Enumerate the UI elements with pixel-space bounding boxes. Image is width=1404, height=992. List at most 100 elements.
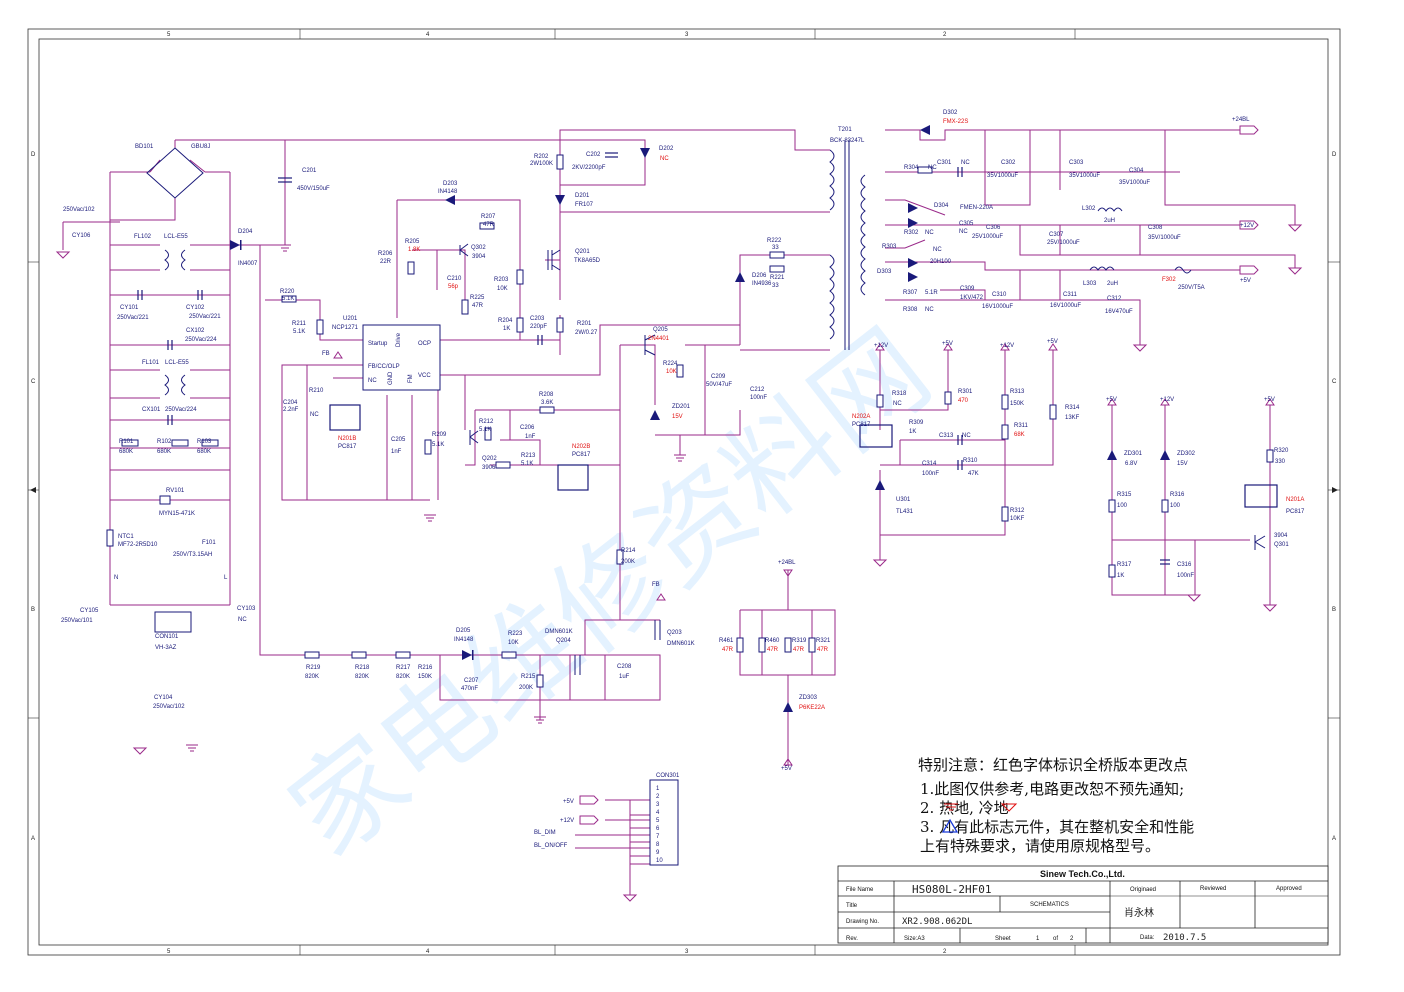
label-c206-value: 1nF — [525, 434, 536, 440]
title-block: Sinew Tech.Co.,Ltd. File Name HS080L-2HF… — [837, 865, 1329, 944]
tb-file-name-label: File Name — [846, 887, 874, 893]
pin-1: 1 — [656, 786, 660, 792]
label-r314: R314 — [1065, 405, 1080, 411]
label-ic-fb: FB/CC/OLP — [368, 364, 400, 370]
label-d302-value: FMX-22S — [943, 119, 968, 125]
label-plus12v-b: +12V — [1000, 343, 1014, 349]
label-c305-value: NC — [959, 229, 968, 235]
label-q201-value: TK8A65D — [574, 258, 601, 264]
label-cy104: CY104 — [154, 695, 173, 701]
tick-right-2: C — [1332, 379, 1337, 385]
label-u301-value: TL431 — [896, 509, 914, 515]
label-q203: Q203 — [667, 630, 682, 636]
label-r204: R204 — [498, 318, 513, 324]
label-r217-value: 820K — [396, 674, 410, 680]
label-plus12v: +12V — [1240, 223, 1254, 229]
label-zd303: ZD303 — [799, 695, 818, 701]
label-r103-value: 680K — [197, 449, 211, 455]
label-l303: L303 — [1083, 281, 1097, 287]
label-r318: R318 — [892, 391, 907, 397]
label-r220-value: 5.1K — [282, 296, 294, 302]
label-r311: R311 — [1014, 423, 1029, 429]
label-r212: R212 — [479, 419, 494, 425]
label-c312-value: 16V470uF — [1105, 309, 1133, 315]
label-r101-value: 680K — [119, 449, 133, 455]
notes-line-2: 2. 热地, 冷地 — [920, 799, 1009, 817]
label-d302: D302 — [943, 110, 958, 116]
tick-top-3: 3 — [685, 32, 689, 38]
border-ticks — [28, 29, 1340, 955]
label-q204-ref: Q204 — [556, 638, 571, 644]
label-c201-value: 450V/150uF — [297, 186, 330, 192]
label-r209-value: 5.1K — [432, 442, 444, 448]
label-pc817-c: PC817 — [852, 422, 871, 428]
con301-pins: 1 2 3 4 5 6 7 8 9 10 — [656, 786, 663, 864]
label-r201: R201 — [577, 321, 592, 327]
label-c205-value: 1nF — [391, 449, 402, 455]
label-r212-value: 5.1K — [479, 427, 491, 433]
label-cy101-value: 250Vac/221 — [117, 315, 149, 321]
label-u201: U201 — [343, 316, 358, 322]
label-r460-value: 47R — [767, 647, 779, 653]
label-c202: C202 — [586, 152, 601, 158]
label-r315-value: 100 — [1117, 503, 1128, 509]
label-d303: D303 — [877, 269, 892, 275]
label-r225: R225 — [470, 295, 485, 301]
label-r318-value: NC — [893, 401, 902, 407]
tb-sheet-label: Sheet — [995, 936, 1011, 942]
label-r312-value: 10KF — [1010, 516, 1025, 522]
label-r223-value: 10K — [508, 640, 519, 646]
label-c316-value: 100nF — [1177, 573, 1194, 579]
label-f302: F302 — [1162, 277, 1176, 283]
notes-line-4: 上有特殊要求，请使用原规格型号。 — [920, 837, 1160, 855]
tb-drawing-no: XR2.908.062DL — [902, 917, 972, 927]
label-r102: R102 — [157, 439, 172, 445]
label-cy106: CY106 — [72, 233, 91, 239]
label-d201: D201 — [575, 193, 590, 199]
label-c308-value: 35V/1000uF — [1148, 235, 1181, 241]
label-c212: C212 — [750, 387, 765, 393]
label-r221: R221 — [770, 275, 785, 281]
label-r102-value: 680K — [157, 449, 171, 455]
tb-rev-label: Rev. — [846, 936, 858, 942]
label-d304: D304 — [934, 203, 949, 209]
label-r320: R320 — [1274, 448, 1289, 454]
label-r317-value: 1K — [1117, 573, 1124, 579]
pin-7: 7 — [656, 834, 660, 840]
tb-approved-label: Approved — [1276, 886, 1302, 892]
notes-line-1: 1.此图仅供参考,电路更改恕不预先通知; — [920, 780, 1184, 798]
label-c209: C209 — [711, 374, 726, 380]
label-r218-value: 820K — [355, 674, 369, 680]
notes-title: 特别注意：红色字体标识全桥版本更改点 — [918, 756, 1188, 774]
label-t201: T201 — [838, 127, 852, 133]
label-r310: R310 — [963, 458, 978, 464]
label-r206: R206 — [378, 251, 393, 257]
label-fl101-value: LCL-E55 — [165, 360, 189, 366]
label-r301: R301 — [958, 389, 973, 395]
label-zd303-value: P6KE22A — [799, 705, 825, 711]
label-c203: C203 — [530, 316, 545, 322]
label-con101-value: VH-3AZ — [155, 645, 177, 651]
label-r313: R313 — [1010, 389, 1025, 395]
tb-title: SCHEMATICS — [1030, 902, 1069, 908]
label-r311-value: 68K — [1014, 432, 1025, 438]
label-n201a: N201A — [1286, 497, 1304, 503]
label-d206: D206 — [752, 273, 767, 279]
label-cy101: CY101 — [120, 305, 139, 311]
cold-ground-icon — [1000, 803, 1018, 812]
inner-border — [38, 38, 1329, 946]
label-r206-value: 22R — [380, 259, 392, 265]
tick-left-2: C — [31, 379, 36, 385]
tick-bottom-4: 2 — [943, 949, 947, 955]
label-c316: C316 — [1177, 562, 1192, 568]
label-r211: R211 — [292, 321, 307, 327]
label-plus5v-b: +5V — [1047, 339, 1058, 345]
tick-top-4: 2 — [943, 32, 947, 38]
tb-date-label: Data: — [1140, 935, 1155, 941]
notes-line-3: 3. 凡有此标志元件，其在整机安全和性能 — [920, 818, 1194, 836]
label-cy102: CY102 — [186, 305, 205, 311]
tb-company: Sinew Tech.Co.,Ltd. — [1040, 869, 1125, 879]
label-r304-value: NC — [928, 165, 937, 171]
label-r307-value: 5.1R — [925, 290, 938, 296]
label-c209-value: 50V/47uF — [706, 382, 732, 388]
